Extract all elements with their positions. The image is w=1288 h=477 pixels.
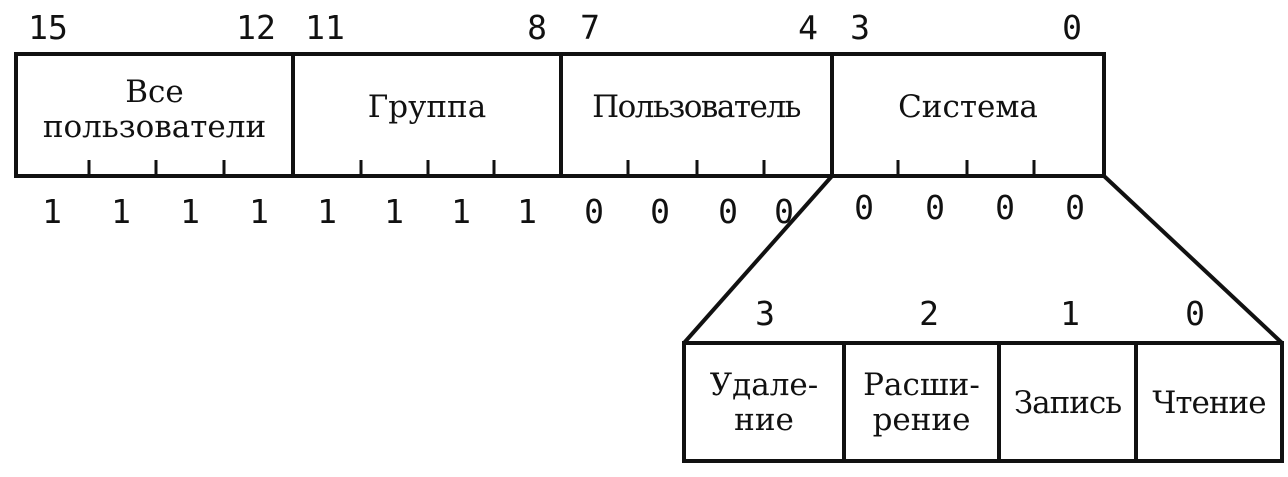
bit-number: 15 bbox=[28, 8, 68, 47]
bit-number: 7 bbox=[580, 8, 600, 47]
bit-value: 0 bbox=[1065, 188, 1085, 227]
bit-value: 0 bbox=[584, 192, 604, 231]
detail-bit-number: 1 bbox=[1060, 294, 1080, 333]
bit-value: 0 bbox=[854, 188, 874, 227]
bit-value: 1 bbox=[249, 192, 269, 231]
bit-number: 3 bbox=[850, 8, 870, 47]
expansion-line-left bbox=[682, 174, 834, 345]
bit-value: 0 bbox=[995, 188, 1015, 227]
bit-number: 4 bbox=[798, 8, 818, 47]
detail-bit-number: 0 bbox=[1185, 294, 1205, 333]
detail-outline bbox=[682, 341, 1284, 463]
field-all-users: Все пользователи bbox=[42, 74, 267, 145]
bit-value: 1 bbox=[42, 192, 62, 231]
bit-value: 1 bbox=[384, 192, 404, 231]
bit-value: 1 bbox=[317, 192, 337, 231]
bit-number: 11 bbox=[305, 8, 345, 47]
detail-field-read: Чтение bbox=[1152, 385, 1266, 421]
bit-value: 1 bbox=[180, 192, 200, 231]
bit-number: 0 bbox=[1062, 8, 1082, 47]
bit-value: 1 bbox=[517, 192, 537, 231]
field-system: Система bbox=[898, 89, 1038, 125]
detail-bit-number: 2 bbox=[919, 294, 939, 333]
field-group: Группа bbox=[367, 89, 487, 125]
bit-value: 1 bbox=[451, 192, 471, 231]
bit-value: 1 bbox=[111, 192, 131, 231]
expansion-line-right bbox=[1102, 174, 1284, 345]
bit-value: 0 bbox=[774, 192, 794, 231]
bit-value: 0 bbox=[925, 188, 945, 227]
detail-bit-number: 3 bbox=[755, 294, 775, 333]
bit-value: 0 bbox=[718, 192, 738, 231]
detail-field-extend: Расши- рение bbox=[863, 367, 980, 438]
bit-value: 0 bbox=[650, 192, 670, 231]
bit-number: 12 bbox=[236, 8, 276, 47]
detail-field-delete: Удале- ние bbox=[709, 367, 819, 438]
bit-number: 8 bbox=[527, 8, 547, 47]
detail-field-write: Запись bbox=[1013, 385, 1122, 421]
field-user: Пользователь bbox=[592, 89, 801, 125]
bit-ticks bbox=[87, 160, 1036, 176]
